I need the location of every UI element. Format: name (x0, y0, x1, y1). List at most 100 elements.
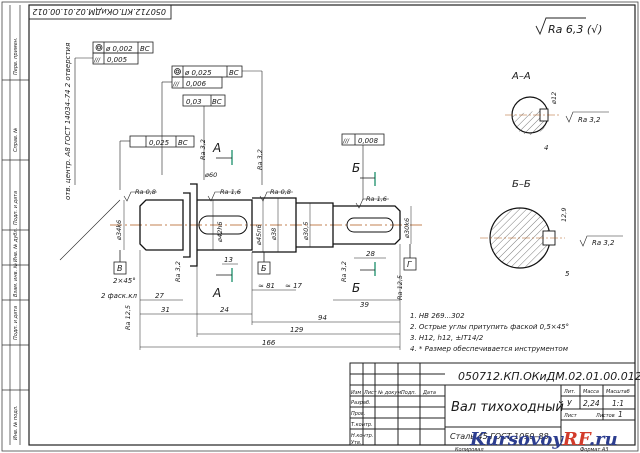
ra-10: Ra 3,2 (340, 261, 348, 282)
tb-sheet-label: Лист (563, 413, 578, 419)
tb-mass-value: 2,24 (583, 399, 600, 408)
note-3: 3. Н12, h12, ±IT14/2 (410, 334, 484, 342)
datum-b: Б (261, 264, 267, 273)
tb-lit-value: У (567, 399, 572, 408)
footer-format: Формат А3 (580, 447, 608, 453)
tb-scale-value: 1:1 (612, 399, 624, 408)
tb-sheets-value: 1 (618, 410, 623, 419)
aa-ra: Ra 3,2 (578, 116, 601, 124)
dim-28: 28 (366, 250, 375, 258)
dim-27: 27 (155, 292, 164, 300)
tol2-value: ø 0,025 (184, 69, 212, 77)
tb-code: 050712.КП.ОКиДМ.02.01.00.012 (458, 370, 640, 383)
bb-ra: Ra 3,2 (592, 239, 615, 247)
tol2c-value: 0,03 (186, 98, 202, 106)
dim-129: 129 (290, 326, 304, 334)
bb-dim-h: 12,9 (560, 208, 568, 222)
dia-1: ø34k6 (115, 220, 123, 241)
note-4: 4. * Размер обеспечивается инструментом (410, 345, 569, 353)
dia-5: ø38 (270, 228, 278, 241)
tolr-sym: /∕/ (342, 138, 350, 145)
footer-copy: Копировал (455, 447, 484, 453)
tol2c-base: ВС (212, 98, 222, 106)
stamp-box (28, 4, 172, 20)
sec-b-bottom: Б (352, 281, 360, 295)
centre-holes-note: отв. центр. А8 ГОСТ 14034–74 2 отверстия (64, 43, 72, 200)
side-label-7: Инв. № подл. (13, 406, 19, 441)
side-label-3: Подп. и дата (13, 191, 19, 225)
roughness-general-symbol (535, 17, 586, 36)
note-2: 2. Острые углы притупить фаской 0,5×45° (410, 323, 569, 331)
title-block (349, 362, 636, 446)
tb-lit-label: Лит. (563, 389, 576, 395)
svg-text:KursovoyRF.ru: KursovoyRF.ru (469, 429, 618, 450)
tol2-base: ВС (229, 69, 239, 77)
dim-17: ≈ 17 (285, 282, 303, 290)
tol2b-value: 0,006 (186, 80, 207, 88)
tb-row-3: Т.контр. (351, 422, 373, 428)
dia-6: ø30,5 (302, 222, 310, 241)
ra-6: Ra 3,2 (256, 149, 264, 170)
stamp-code-rotated: 050712.КП.ОКиДМ.02.01.00.012 (32, 7, 166, 16)
tolr-value: 0,008 (358, 137, 379, 145)
side-label-4: Инв. № дубл. (13, 228, 19, 262)
dim-13: 13 (224, 256, 233, 264)
ra-8: Ra 12,5 (124, 305, 132, 330)
tolerance-frame-1 (92, 41, 154, 65)
dim-39: 39 (360, 301, 369, 309)
tb-row-2: Пров. (351, 411, 366, 417)
tol1-base: ВС (140, 45, 150, 53)
tb-name: Вал тихоходный (451, 400, 564, 415)
sec-b-top: Б (352, 161, 360, 175)
keyway-right (346, 217, 394, 233)
roughness-ticks (123, 191, 389, 209)
tb-row-5: Утв. (351, 440, 362, 446)
section-bb (480, 207, 565, 269)
note-1: 1. НВ 269...302 (410, 312, 465, 320)
dia-2: ø42h6 (216, 221, 224, 243)
aa-ra-symbol (565, 111, 609, 123)
tb-row-4: Н.контр. (351, 433, 373, 439)
tb-col-5: Дата (422, 390, 436, 396)
dim-24: 24 (220, 306, 229, 314)
leader-lines (59, 57, 364, 261)
dim-chamfer: 2×45° (113, 277, 136, 285)
tb-col-2: Лист (363, 390, 378, 396)
tb-col-4: Подп. (401, 390, 416, 396)
dim-31: 31 (161, 306, 170, 314)
aa-dim-h: ø12 (550, 92, 558, 105)
tb-row-1: Разраб. (351, 400, 371, 406)
tol3-value: 0,025 (149, 139, 170, 147)
side-strip (2, 5, 29, 445)
roughness-general: Ra 6,3 (√) (548, 23, 602, 36)
tb-col-3: № докум. (377, 390, 403, 396)
tol1b-sym: /∕/ (93, 57, 101, 64)
side-label-5: Взам. инв. № (13, 263, 19, 297)
shaft-body (139, 183, 401, 267)
tb-material: Сталь 45 ГОСТ 1050–88 (450, 432, 549, 441)
dia-3: ø60 (204, 171, 217, 179)
horizontal-dims (139, 244, 401, 350)
dim-81: ≈ 81 (258, 282, 275, 290)
section-bb-title: Б–Б (512, 179, 531, 190)
dia-10: ø30k6 (403, 218, 411, 239)
chamfer-note: 2 фаск.кл (101, 292, 137, 300)
sec-a-top: А (212, 141, 221, 155)
aa-dim-w: 4 (544, 144, 548, 152)
inner-frame (28, 4, 636, 446)
tol1-value: ø 0,002 (105, 45, 133, 53)
tb-scale-label: Масштаб (606, 389, 630, 395)
tolerance-frame-2 (171, 65, 243, 107)
keyway-left (198, 215, 248, 235)
side-label-1: Перв. примен. (13, 37, 19, 75)
dim-166: 166 (262, 339, 276, 347)
section-aa (505, 96, 560, 136)
bb-dim-w: 5 (565, 270, 570, 278)
diameter-dims (123, 198, 412, 252)
tol3-base: ВС (178, 139, 188, 147)
dim-94: 94 (318, 314, 327, 322)
side-label-6: Подп. и дата (13, 306, 19, 340)
datum-v: В (117, 264, 123, 273)
